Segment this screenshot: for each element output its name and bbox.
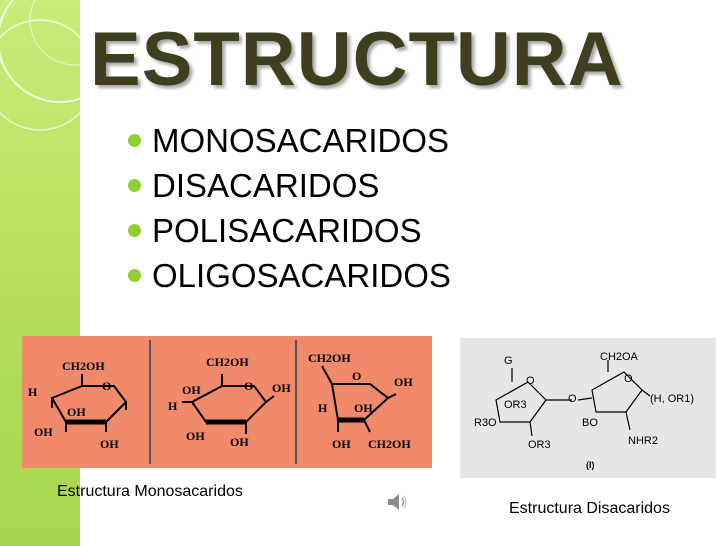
speaker-icon[interactable] (386, 491, 410, 513)
decorative-arcs (0, 0, 160, 200)
di-label: (I) (586, 460, 595, 470)
di-label: (H, OR1) (650, 393, 694, 405)
bullet-dot-icon (128, 179, 141, 192)
mono-label: OH (332, 437, 351, 451)
mono-label: OH (394, 375, 413, 389)
bullet-text: OLIGOSACARIDOS (152, 256, 451, 294)
mono-label: CH2OH (368, 437, 411, 451)
disaccharide-caption: Estructura Disacaridos (509, 500, 670, 517)
di-label: CH2OA (600, 351, 639, 363)
bullet-dot-icon (128, 134, 141, 147)
disaccharide-structure-image: G CH2OA O O O OR3 R3O BO (H, OR1) OR3 NH… (460, 338, 716, 478)
mono-label: OH (182, 383, 201, 397)
mono-label: OH (272, 381, 291, 395)
di-label: OR3 (528, 439, 551, 451)
bullet-text: DISACARIDOS (152, 166, 380, 204)
di-label: G (504, 355, 513, 367)
mono-label: OH (67, 405, 86, 419)
mono-label: O (352, 369, 361, 383)
mono-label: H (318, 401, 328, 415)
bullet-dot-icon (128, 269, 141, 282)
bullet-item: POLISACARIDOS (128, 208, 451, 253)
mono-label: OH (186, 429, 205, 443)
di-label: BO (582, 417, 598, 429)
bullet-dot-icon (128, 224, 141, 237)
bullet-item: OLIGOSACARIDOS (128, 253, 451, 298)
mono-label: CH2OH (206, 355, 249, 369)
di-label: NHR2 (628, 435, 658, 447)
di-label: O (526, 375, 535, 387)
bullet-list: MONOSACARIDOS DISACARIDOS POLISACARIDOS … (128, 118, 451, 298)
di-label: OR3 (504, 399, 527, 411)
mono-label: O (102, 379, 111, 393)
mono-label: CH2OH (62, 359, 105, 373)
bullet-text: MONOSACARIDOS (152, 121, 450, 159)
mono-label: CH2OH (308, 351, 351, 365)
bullet-text: POLISACARIDOS (152, 211, 422, 249)
monosaccharide-structures-image: CH2OH O OH OH H OH CH2OH O OH OH OH OH H… (22, 336, 432, 468)
mono-label: O (244, 379, 253, 393)
mono-label: H (168, 399, 178, 413)
mono-label: H (28, 385, 38, 399)
mono-label: OH (230, 435, 249, 449)
monosaccharide-caption: Estructura Monosacaridos (57, 483, 243, 500)
di-label: O (624, 373, 633, 385)
bullet-item: DISACARIDOS (128, 163, 451, 208)
di-label: O (568, 393, 577, 405)
di-label: R3O (474, 417, 497, 429)
mono-label: OH (100, 437, 119, 451)
bullet-item: MONOSACARIDOS (128, 118, 451, 163)
mono-label: OH (354, 401, 373, 415)
mono-label: OH (34, 425, 53, 439)
slide-title: ESTRUCTURA (90, 17, 624, 102)
